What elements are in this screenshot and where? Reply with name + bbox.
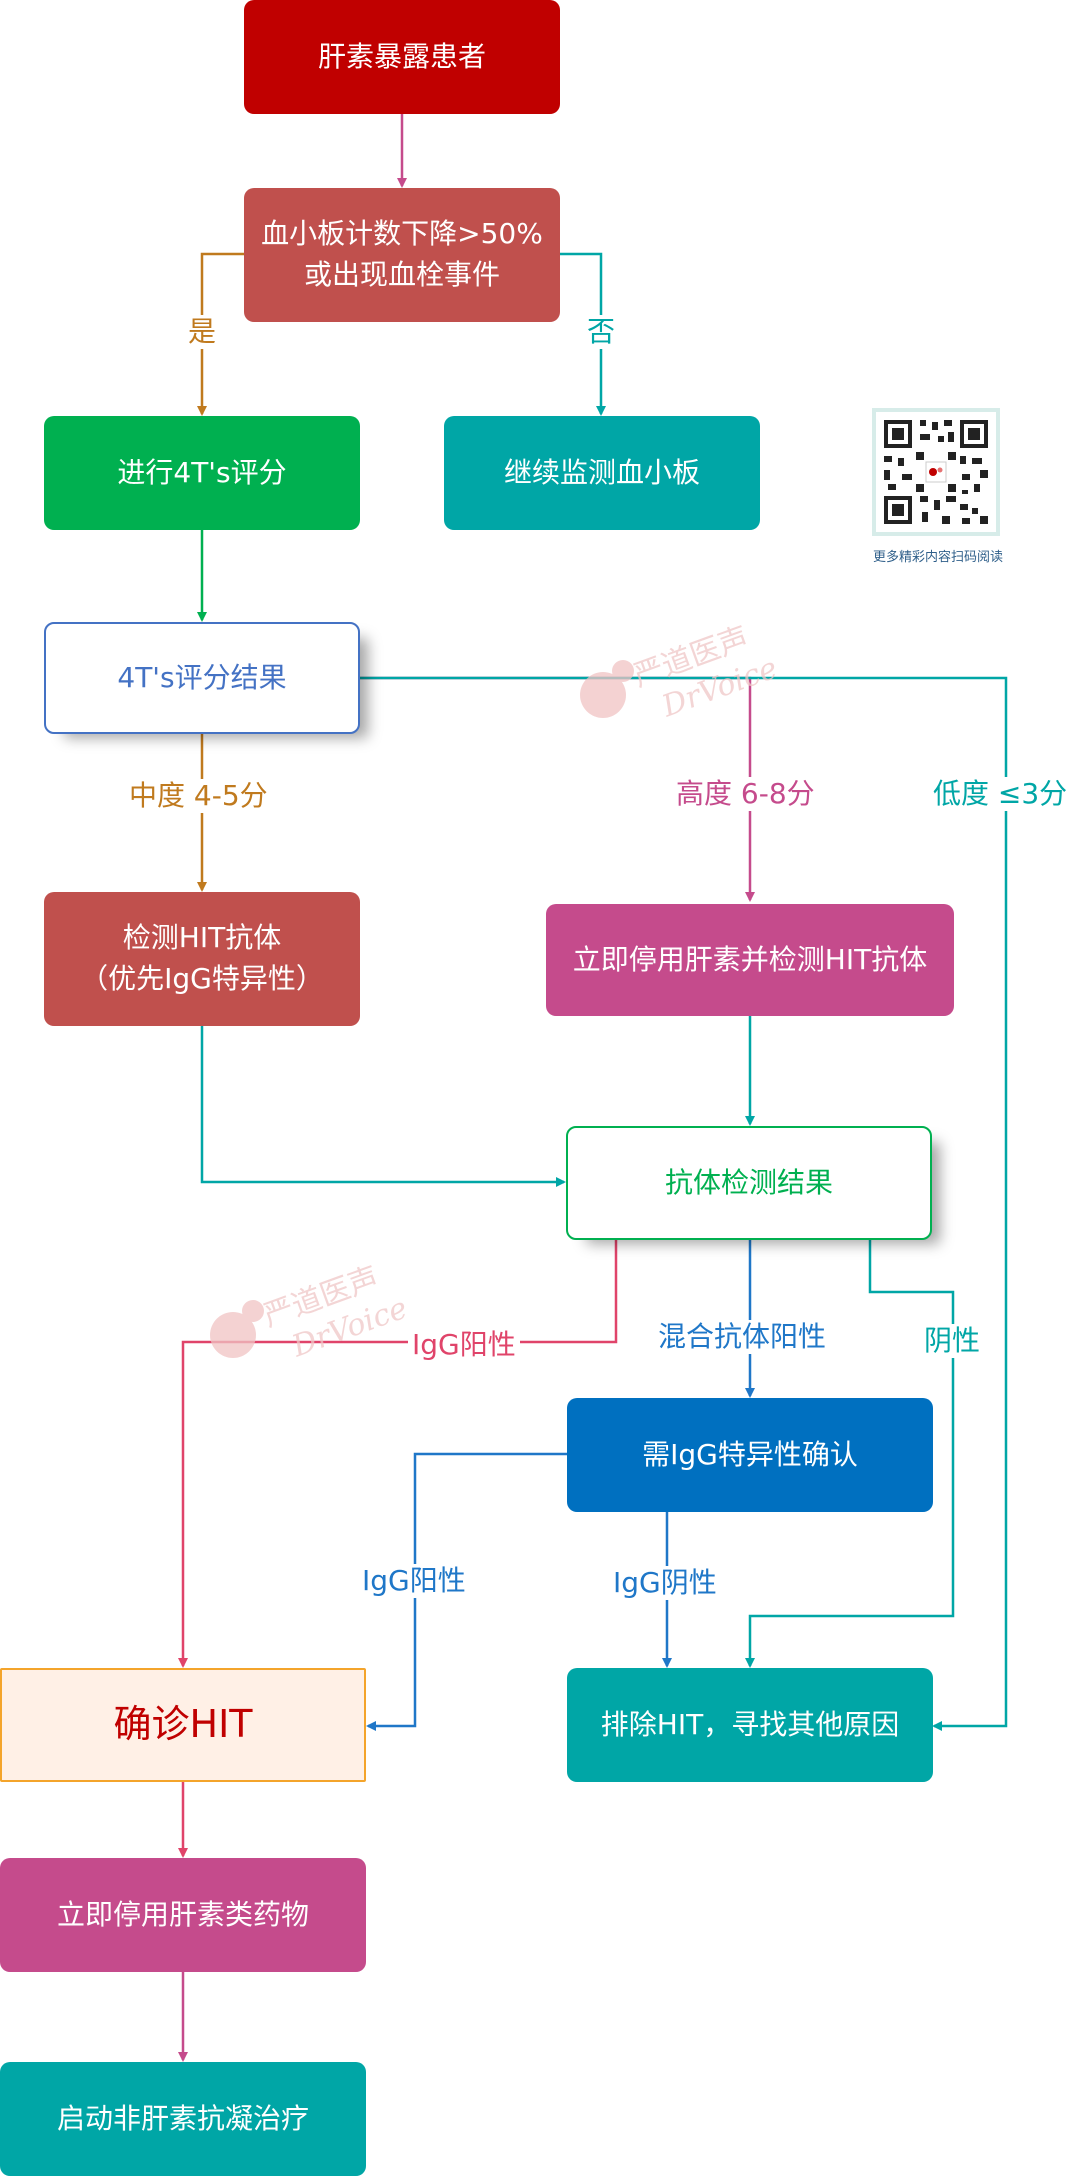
edge-antibody-igg-positive bbox=[178, 1240, 618, 1668]
edge-label-igg-positive-direct: IgG阳性 bbox=[408, 1328, 520, 1362]
node-heparin-exposed-label: 肝素暴露患者 bbox=[317, 39, 486, 73]
node-platelet-drop-line1: 血小板计数下降>50% bbox=[261, 217, 543, 251]
edge-label-no: 否 bbox=[583, 315, 620, 349]
node-4ts-score-label: 进行4T's评分 bbox=[117, 455, 287, 489]
node-start-anticoagulation: 启动非肝素抗凝治疗 bbox=[0, 2062, 366, 2176]
edge-drop-yes bbox=[197, 252, 244, 416]
node-monitor-platelets-label: 继续监测血小板 bbox=[503, 455, 700, 489]
edge-label-negative: 阴性 bbox=[920, 1324, 985, 1358]
edge-label-mixed-positive: 混合抗体阳性 bbox=[654, 1320, 831, 1354]
node-platelet-drop: 血小板计数下降>50% 或出现血栓事件 bbox=[244, 188, 560, 322]
edge-label-low: 低度 ≤3分 bbox=[929, 777, 1072, 811]
node-4ts-result: 4T's评分结果 bbox=[44, 622, 360, 734]
qr-code[interactable] bbox=[872, 408, 1000, 536]
node-test-hit-antibody-line2: （优先IgG特异性） bbox=[80, 962, 324, 995]
edge-test-to-antibody bbox=[200, 1026, 566, 1187]
node-platelet-drop-line2: 或出现血栓事件 bbox=[303, 258, 500, 291]
node-confirm-hit: 确诊HIT bbox=[0, 1668, 366, 1782]
edge-label-moderate: 中度 4-5分 bbox=[125, 779, 272, 813]
edge-antibody-negative bbox=[745, 1240, 955, 1668]
edge-result-low bbox=[360, 676, 1008, 1731]
qr-caption: 更多精彩内容扫码阅读 bbox=[872, 550, 1003, 565]
node-monitor-platelets: 继续监测血小板 bbox=[444, 416, 760, 530]
node-antibody-result-label: 抗体检测结果 bbox=[664, 1165, 833, 1199]
node-antibody-result: 抗体检测结果 bbox=[566, 1126, 932, 1240]
node-stop-heparin-test: 立即停用肝素并检测HIT抗体 bbox=[546, 904, 954, 1016]
edge-drop-no bbox=[560, 252, 606, 416]
node-heparin-exposed: 肝素暴露患者 bbox=[244, 0, 560, 114]
node-test-hit-antibody-line1: 检测HIT抗体 bbox=[122, 921, 282, 955]
node-stop-heparin-drugs: 立即停用肝素类药物 bbox=[0, 1858, 366, 1972]
node-start-anticoagulation-label: 启动非肝素抗凝治疗 bbox=[56, 2101, 309, 2135]
node-exclude-hit: 排除HIT，寻找其他原因 bbox=[567, 1668, 933, 1782]
node-4ts-score: 进行4T's评分 bbox=[44, 416, 360, 530]
node-4ts-result-label: 4T's评分结果 bbox=[117, 660, 287, 694]
edge-label-yes: 是 bbox=[184, 315, 221, 349]
node-test-hit-antibody: 检测HIT抗体 （优先IgG特异性） bbox=[44, 892, 360, 1026]
node-igg-confirmation-label: 需IgG特异性确认 bbox=[642, 1437, 858, 1471]
watermark-lower: 严道医声 DrVoice bbox=[210, 1260, 430, 1380]
node-stop-heparin-test-label: 立即停用肝素并检测HIT抗体 bbox=[572, 942, 928, 976]
node-igg-confirmation: 需IgG特异性确认 bbox=[567, 1398, 933, 1512]
qr-code-image bbox=[884, 420, 988, 524]
watermark-upper: 严道医声 DrVoice bbox=[580, 620, 800, 740]
node-confirm-hit-label: 确诊HIT bbox=[113, 1702, 253, 1747]
node-exclude-hit-label: 排除HIT，寻找其他原因 bbox=[600, 1707, 900, 1741]
edge-label-high: 高度 6-8分 bbox=[672, 777, 819, 811]
edge-label-igg-negative: IgG阴性 bbox=[609, 1566, 721, 1600]
node-stop-heparin-drugs-label: 立即停用肝素类药物 bbox=[56, 1897, 309, 1931]
edge-label-igg-positive-confirmed: IgG阳性 bbox=[358, 1564, 470, 1598]
